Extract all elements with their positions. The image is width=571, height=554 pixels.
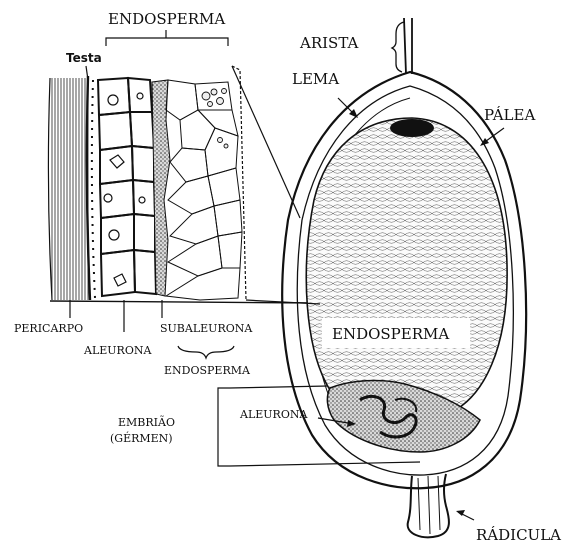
embryo-bracket: [218, 388, 230, 466]
label-endosperma-center: ENDOSPERMA: [332, 325, 449, 343]
label-palea: PÁLEA: [484, 106, 535, 124]
label-radicula: RÁDICULA: [476, 526, 561, 544]
label-endosperma-small: ENDOSPERMA: [164, 364, 251, 377]
testa-dots: [92, 80, 95, 298]
label-aleurona-left: ALEURONA: [83, 344, 152, 357]
arista-brace: [392, 22, 404, 72]
label-aleurona-right: ALEURONA: [239, 408, 308, 421]
label-testa: Testa: [66, 51, 102, 65]
label-embriao-line2: (GÉRMEN): [110, 431, 173, 445]
aleurone-cells: [98, 78, 156, 296]
label-pericarpo: PERICARPO: [14, 322, 83, 335]
label-subaleurona: SUBALEURONA: [160, 322, 253, 335]
endosperm-body: [306, 118, 507, 422]
endosperma-top-bracket: [106, 30, 228, 46]
grain-section: [282, 18, 526, 537]
tissue-detail-panel: [48, 66, 320, 303]
radicle-lines: [418, 476, 440, 534]
label-embriao-line1: EMBRIÃO: [118, 415, 175, 429]
embryo-line-bottom: [230, 462, 420, 466]
top-dark-spot: [390, 119, 434, 137]
arista-awn: [404, 18, 412, 74]
endosperma-small-brace: [178, 346, 234, 358]
label-lema: LEMA: [292, 70, 339, 88]
panel-right-edge: [232, 66, 246, 300]
label-endosperma-top: ENDOSPERMA: [108, 10, 225, 28]
aleurone-nuclei: [104, 93, 145, 286]
pericarp-layer: [50, 78, 90, 300]
embryo-line-top: [230, 386, 328, 388]
label-arista: ARISTA: [299, 34, 359, 52]
endosperm-cells: [166, 80, 242, 300]
